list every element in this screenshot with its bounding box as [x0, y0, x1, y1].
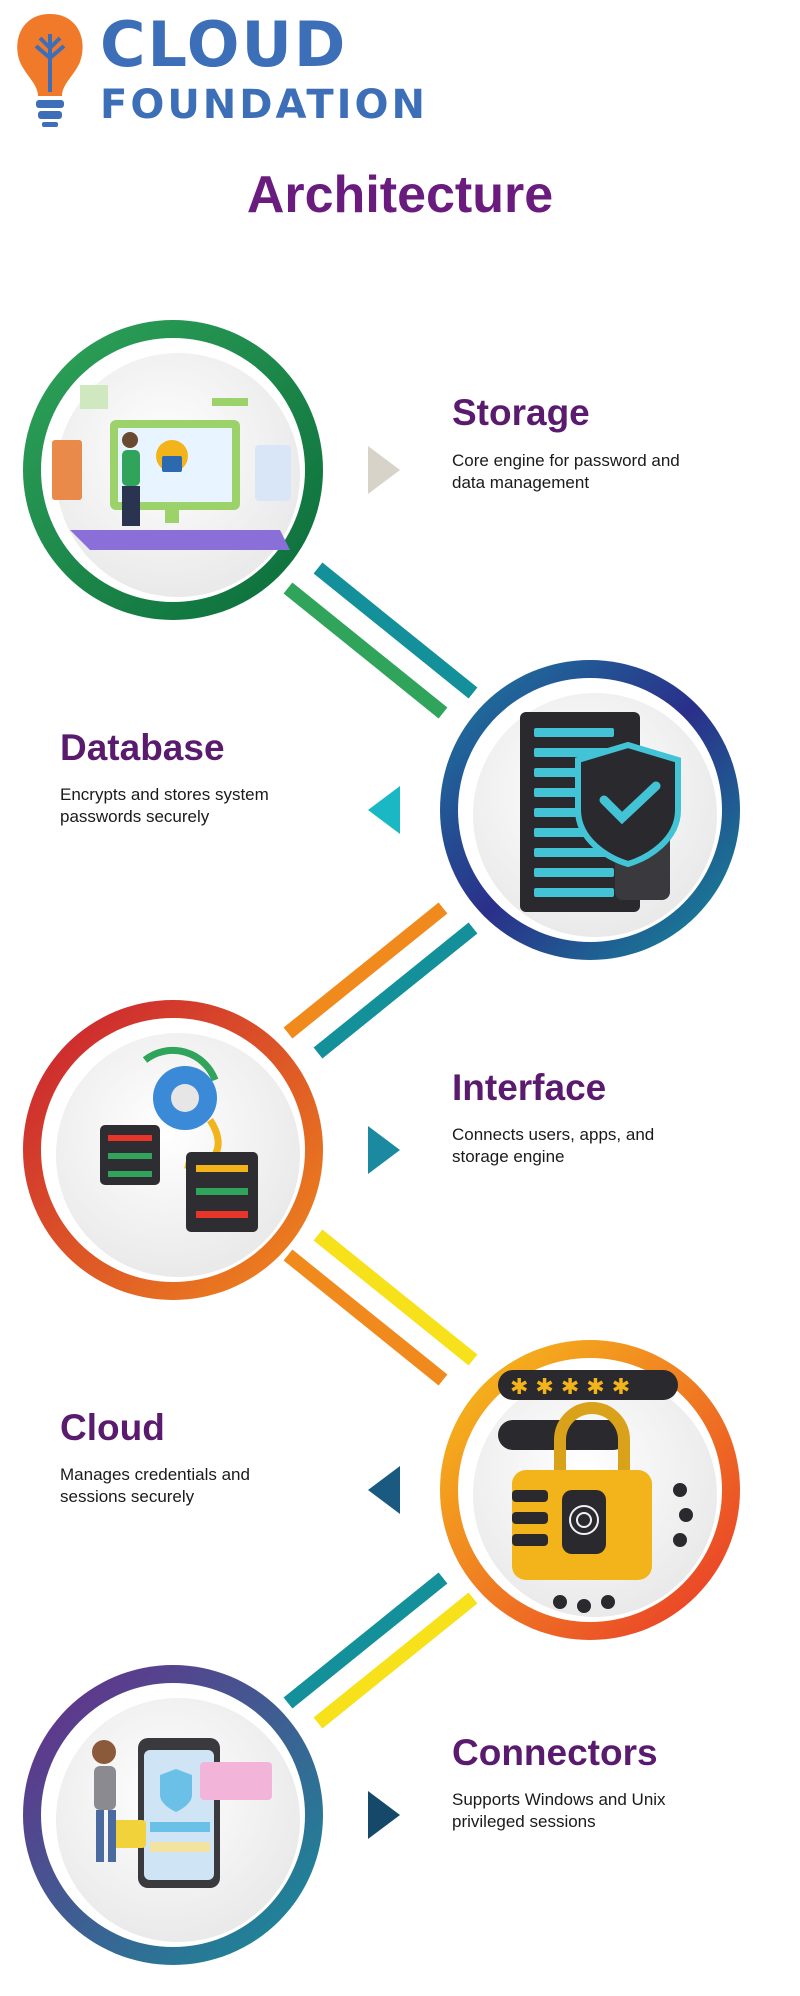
interface-title: Interface: [452, 1067, 607, 1108]
database-pointer-icon: [368, 786, 400, 834]
interface-description: Connects users, apps, and storage engine: [452, 1125, 655, 1166]
connector-cloud-connectors: [283, 1572, 478, 1729]
connectors-circle: [23, 1665, 323, 1965]
person-monitor-lock-illustration: [52, 385, 291, 550]
connector-interface-cloud: [283, 1229, 478, 1386]
connectors-pointer-icon: [368, 1791, 400, 1839]
svg-text:✱ ✱ ✱ ✱ ✱: ✱ ✱ ✱ ✱ ✱: [510, 1375, 630, 1400]
connectors-description: Supports Windows and Unix privileged ses…: [452, 1790, 666, 1831]
interface-pointer-icon: [368, 1126, 400, 1174]
cloud-pointer-icon: [368, 1466, 400, 1514]
gear-servers-illustration: [100, 1046, 258, 1232]
logo-title: CLOUD: [100, 8, 348, 81]
cloud-title: Cloud: [60, 1407, 165, 1448]
interface-circle: [23, 1000, 323, 1300]
page-title: Architecture: [246, 166, 554, 224]
database-description: Encrypts and stores system passwords sec…: [60, 785, 269, 826]
login-access-illustration: [92, 1738, 272, 1888]
database-title: Database: [60, 727, 225, 768]
connectors-title: Connectors: [452, 1732, 658, 1773]
storage-circle: [23, 320, 323, 620]
server-shield-illustration: [520, 712, 681, 912]
connector-storage-database: [283, 562, 478, 719]
bulb-logo-icon: [17, 14, 83, 127]
connector-database-interface: [283, 902, 478, 1059]
storage-pointer-icon: [368, 446, 400, 494]
storage-description: Core engine for password and data manage…: [452, 451, 680, 492]
database-circle: [440, 660, 740, 960]
padlock-fingerprint-illustration: ✱ ✱ ✱ ✱ ✱: [498, 1370, 693, 1613]
cloud-circle: ✱ ✱ ✱ ✱ ✱: [440, 1340, 740, 1640]
cloud-description: Manages credentials and sessions securel…: [60, 1465, 250, 1506]
storage-title: Storage: [452, 392, 590, 433]
logo-subtitle: FOUNDATION: [100, 82, 428, 128]
